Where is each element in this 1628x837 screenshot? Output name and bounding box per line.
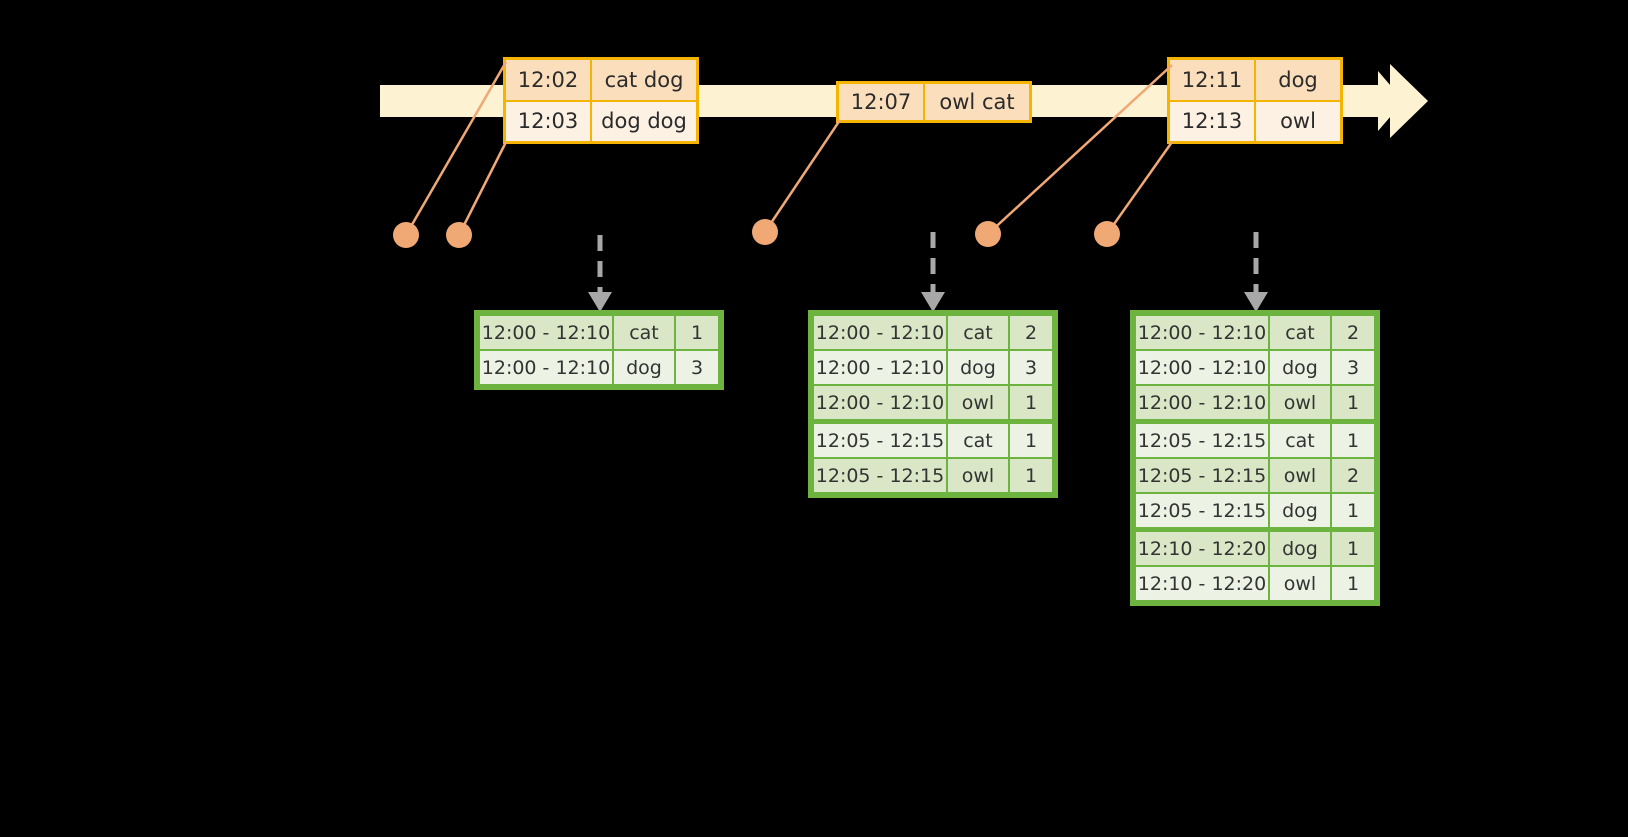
event-words: owl cat <box>923 84 1029 120</box>
cell-word: dog <box>1270 494 1330 527</box>
cell-word: owl <box>1270 567 1330 600</box>
cell-window: 12:05 - 12:15 <box>1136 424 1268 457</box>
connector-line <box>1105 141 1174 235</box>
cell-count: 1 <box>1332 424 1374 457</box>
table-row: 12:10 - 12:20 owl 1 <box>1136 567 1374 600</box>
connector-dot <box>446 222 472 248</box>
cell-window: 12:10 - 12:20 <box>1136 567 1268 600</box>
cell-count: 2 <box>1332 316 1374 349</box>
table-row: 12:05 - 12:15 cat 1 <box>1136 424 1374 457</box>
cell-word: owl <box>948 386 1008 419</box>
event-box-2: 12:07 owl cat <box>836 81 1032 123</box>
result-table-3: 12:00 - 12:10 cat 2 12:00 - 12:10 dog 3 … <box>1130 310 1380 606</box>
table-row: 12:05 - 12:15 owl 2 <box>1136 459 1374 492</box>
connector-dot <box>752 219 778 245</box>
cell-word: cat <box>948 316 1008 349</box>
table-row: 12:05 - 12:15 dog 1 <box>1136 494 1374 527</box>
table-row: 12:00 - 12:10 cat 2 <box>814 316 1052 349</box>
cell-count: 3 <box>1010 351 1052 384</box>
table-row: 12:00 - 12:10 dog 3 <box>814 351 1052 384</box>
cell-word: owl <box>1270 459 1330 492</box>
table-row: 12:05 - 12:15 cat 1 <box>814 424 1052 457</box>
cell-word: cat <box>948 424 1008 457</box>
table-row: 12:05 - 12:15 owl 1 <box>814 459 1052 492</box>
table-row: 12:00 - 12:10 cat 1 <box>480 316 718 349</box>
connector-dot <box>393 222 419 248</box>
cell-count: 3 <box>1332 351 1374 384</box>
table-row: 12:00 - 12:10 owl 1 <box>814 386 1052 419</box>
cell-count: 1 <box>1332 386 1374 419</box>
table-row: 12:00 - 12:10 dog 3 <box>480 351 718 384</box>
cell-word: owl <box>1270 386 1330 419</box>
event-row: 12:03 dog dog <box>506 99 696 141</box>
cell-window: 12:00 - 12:10 <box>814 316 946 349</box>
cell-count: 1 <box>1332 532 1374 565</box>
connector-line <box>457 141 508 236</box>
cell-count: 1 <box>1332 494 1374 527</box>
cell-count: 1 <box>1332 567 1374 600</box>
event-time: 12:03 <box>517 109 579 134</box>
cell-word: dog <box>1270 351 1330 384</box>
event-words: dog dog <box>590 101 696 141</box>
cell-count: 1 <box>1010 424 1052 457</box>
event-box-1: 12:02 cat dog 12:03 dog dog <box>503 57 699 144</box>
cell-window: 12:00 - 12:10 <box>1136 351 1268 384</box>
table-row: 12:00 - 12:10 owl 1 <box>1136 386 1374 419</box>
cell-count: 1 <box>676 316 718 349</box>
cell-window: 12:00 - 12:10 <box>480 316 612 349</box>
event-row: 12:07 owl cat <box>839 84 1029 120</box>
cell-window: 12:05 - 12:15 <box>814 424 946 457</box>
event-time: 12:13 <box>1181 109 1243 134</box>
table-row: 12:00 - 12:10 cat 2 <box>1136 316 1374 349</box>
cell-count: 3 <box>676 351 718 384</box>
cell-word: cat <box>1270 424 1330 457</box>
table-row: 12:10 - 12:20 dog 1 <box>1136 532 1374 565</box>
event-box-3: 12:11 dog 12:13 owl <box>1167 57 1343 144</box>
connector-line <box>763 119 842 233</box>
event-words: cat dog <box>590 60 696 100</box>
event-row: 12:02 cat dog <box>506 60 696 100</box>
event-row: 12:13 owl <box>1170 99 1340 141</box>
cell-count: 2 <box>1010 316 1052 349</box>
result-table-2: 12:00 - 12:10 cat 2 12:00 - 12:10 dog 3 … <box>808 310 1058 498</box>
dashed-arrow-head <box>1244 292 1268 312</box>
cell-window: 12:00 - 12:10 <box>814 351 946 384</box>
cell-word: dog <box>948 351 1008 384</box>
cell-count: 2 <box>1332 459 1374 492</box>
result-table-1: 12:00 - 12:10 cat 1 12:00 - 12:10 dog 3 <box>474 310 724 390</box>
cell-window: 12:00 - 12:10 <box>814 386 946 419</box>
connector-dot <box>1094 221 1120 247</box>
cell-word: dog <box>614 351 674 384</box>
cell-word: owl <box>948 459 1008 492</box>
cell-window: 12:00 - 12:10 <box>1136 316 1268 349</box>
table-row: 12:00 - 12:10 dog 3 <box>1136 351 1374 384</box>
connector-dot <box>975 221 1001 247</box>
cell-count: 1 <box>1010 459 1052 492</box>
dashed-arrow-head <box>588 292 612 312</box>
event-words: dog <box>1254 60 1340 100</box>
cell-window: 12:05 - 12:15 <box>1136 459 1268 492</box>
event-row: 12:11 dog <box>1170 60 1340 100</box>
event-time: 12:07 <box>850 90 912 114</box>
event-time: 12:11 <box>1181 67 1243 92</box>
cell-count: 1 <box>1010 386 1052 419</box>
cell-window: 12:00 - 12:10 <box>480 351 612 384</box>
cell-word: dog <box>1270 532 1330 565</box>
cell-window: 12:05 - 12:15 <box>1136 494 1268 527</box>
cell-word: cat <box>614 316 674 349</box>
event-words: owl <box>1254 101 1340 141</box>
cell-window: 12:00 - 12:10 <box>1136 386 1268 419</box>
event-time: 12:02 <box>517 67 579 92</box>
dashed-arrow-head <box>921 292 945 312</box>
cell-word: cat <box>1270 316 1330 349</box>
cell-window: 12:10 - 12:20 <box>1136 532 1268 565</box>
cell-window: 12:05 - 12:15 <box>814 459 946 492</box>
